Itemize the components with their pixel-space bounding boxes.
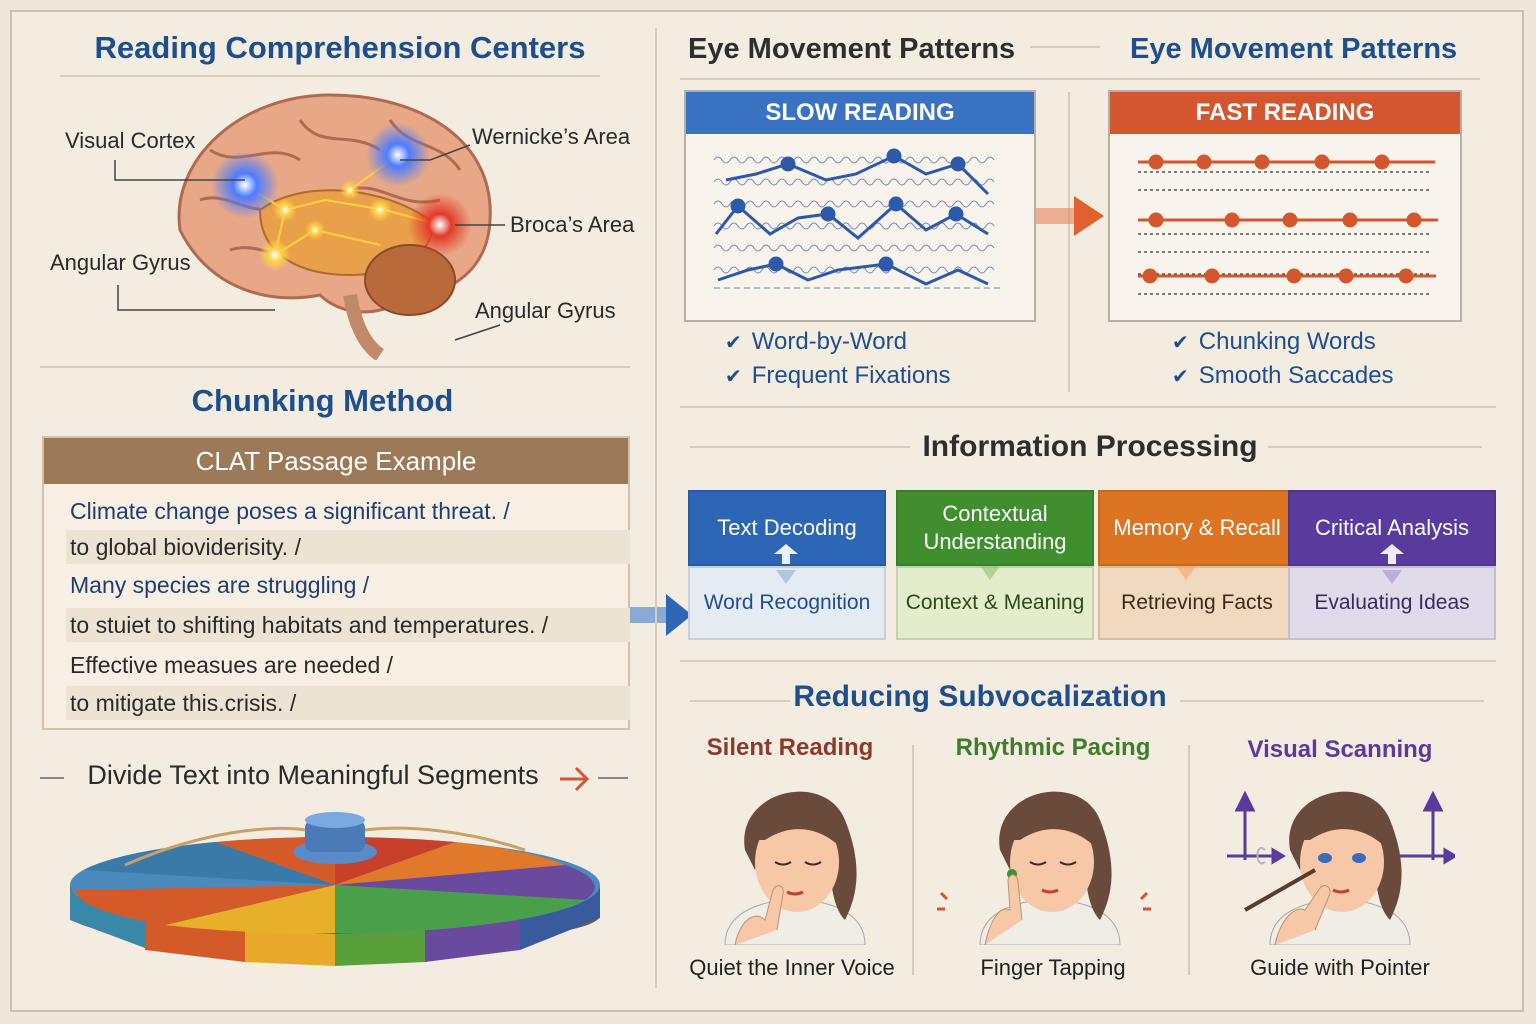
divider xyxy=(680,78,1480,80)
process-step-head: Contextual Understanding xyxy=(896,490,1094,566)
rhythmic-pacing-person-illustration xyxy=(979,791,1121,945)
divider xyxy=(912,745,914,975)
technique-title: Rhythmic Pacing xyxy=(955,734,1151,761)
divider xyxy=(40,366,630,368)
check-label: Smooth Saccades xyxy=(1198,362,1394,389)
divider xyxy=(680,660,1496,662)
label-angular-gyrus-bottom: Angular Gyrus xyxy=(475,298,616,323)
passage-line: to global bioviderisity. / xyxy=(66,530,630,564)
checkmark-icon: ✔ xyxy=(1172,365,1189,388)
chunk-disc-illustration xyxy=(70,812,600,966)
brain-section-title: Reading Comprehension Centers xyxy=(94,30,586,65)
passage-line: Effective measues are needed / xyxy=(70,652,394,678)
passage-card: CLAT Passage Example Climate change pose… xyxy=(42,436,630,730)
checkmark-icon: ✔ xyxy=(725,365,742,388)
fast-reading-header: FAST READING xyxy=(1110,92,1460,134)
processing-title: Information Processing xyxy=(922,430,1258,463)
arrow-right-icon xyxy=(630,594,692,636)
check-item: ✔ Chunking Words xyxy=(1172,328,1394,356)
passage-line: to stuiet to shifting habitats and tempe… xyxy=(66,608,630,642)
label-broca: Broca’s Area xyxy=(510,212,635,237)
check-item: ✔ Frequent Fixations xyxy=(725,362,951,390)
checkmark-icon: ✔ xyxy=(1172,331,1189,354)
process-step-head: Memory & Recall xyxy=(1098,490,1296,566)
divider xyxy=(40,777,64,779)
arrow-right-icon xyxy=(1036,196,1104,236)
passage-card-title: CLAT Passage Example xyxy=(44,438,628,484)
divider xyxy=(1188,745,1190,975)
divider xyxy=(680,406,1496,408)
divider xyxy=(1068,92,1070,392)
slow-reading-panel: SLOW READING xyxy=(684,90,1036,322)
fast-reading-panel: FAST READING xyxy=(1108,90,1462,322)
label-wernicke: Wernicke’s Area xyxy=(472,124,631,149)
visual-scanning-person-illustration xyxy=(1227,790,1455,945)
process-connector-arrows xyxy=(774,544,1404,584)
fast-reading-checklist: ✔ Chunking Words ✔ Smooth Saccades xyxy=(1172,328,1394,396)
process-step-body: Retrieving Facts xyxy=(1098,566,1296,640)
slow-reading-saccade-chart xyxy=(713,148,1002,289)
arrow-right-icon xyxy=(560,766,590,792)
passage-line: Climate change poses a significant threa… xyxy=(70,498,510,524)
technique-caption: Finger Tapping xyxy=(980,955,1126,980)
divider xyxy=(655,28,657,988)
subvocal-title: Reducing Subvocalization xyxy=(793,680,1167,713)
check-item: ✔ Smooth Saccades xyxy=(1172,362,1394,390)
process-step-contextual: Contextual Understanding Context & Meani… xyxy=(896,490,1094,640)
slow-reading-checklist: ✔ Word-by-Word ✔ Frequent Fixations xyxy=(725,328,951,396)
checkmark-icon: ✔ xyxy=(725,331,742,354)
label-visual-cortex: Visual Cortex xyxy=(65,128,196,153)
process-step-body: Context & Meaning xyxy=(896,566,1094,640)
passage-line: to mitigate this.crisis. / xyxy=(66,686,630,720)
check-item: ✔ Word-by-Word xyxy=(725,328,951,356)
brain-illustration xyxy=(177,93,492,360)
fast-reading-saccade-chart xyxy=(1138,154,1438,295)
label-angular-gyrus-left: Angular Gyrus xyxy=(50,250,191,275)
process-step-memory: Memory & Recall Retrieving Facts xyxy=(1098,490,1296,640)
divider xyxy=(1030,46,1100,48)
silent-reading-person-illustration xyxy=(724,791,866,945)
technique-title: Visual Scanning xyxy=(1247,736,1433,763)
eye-title-right: Eye Movement Patterns xyxy=(1130,33,1458,65)
divider xyxy=(598,777,628,779)
chunking-section-title: Chunking Method xyxy=(191,383,454,418)
technique-title: Silent Reading xyxy=(706,734,874,761)
divider xyxy=(690,446,910,448)
divider xyxy=(690,700,790,702)
passage-line: Many species are struggling / xyxy=(70,572,370,598)
slow-reading-header: SLOW READING xyxy=(686,92,1034,134)
check-label: Chunking Words xyxy=(1198,328,1376,355)
tap-marks-icon xyxy=(937,891,1151,911)
eye-title-left: Eye Movement Patterns xyxy=(688,33,1016,65)
brain-leader-lines xyxy=(114,144,505,341)
chunking-caption: Divide Text into Meaningful Segments xyxy=(87,760,539,790)
divider xyxy=(1180,700,1484,702)
divider xyxy=(60,75,600,77)
technique-caption: Guide with Pointer xyxy=(1250,955,1430,980)
check-label: Frequent Fixations xyxy=(751,362,951,389)
process-step-body: Evaluating Ideas xyxy=(1288,566,1496,640)
divider xyxy=(1268,446,1482,448)
check-label: Word-by-Word xyxy=(751,328,907,355)
technique-caption: Quiet the Inner Voice xyxy=(689,955,895,980)
